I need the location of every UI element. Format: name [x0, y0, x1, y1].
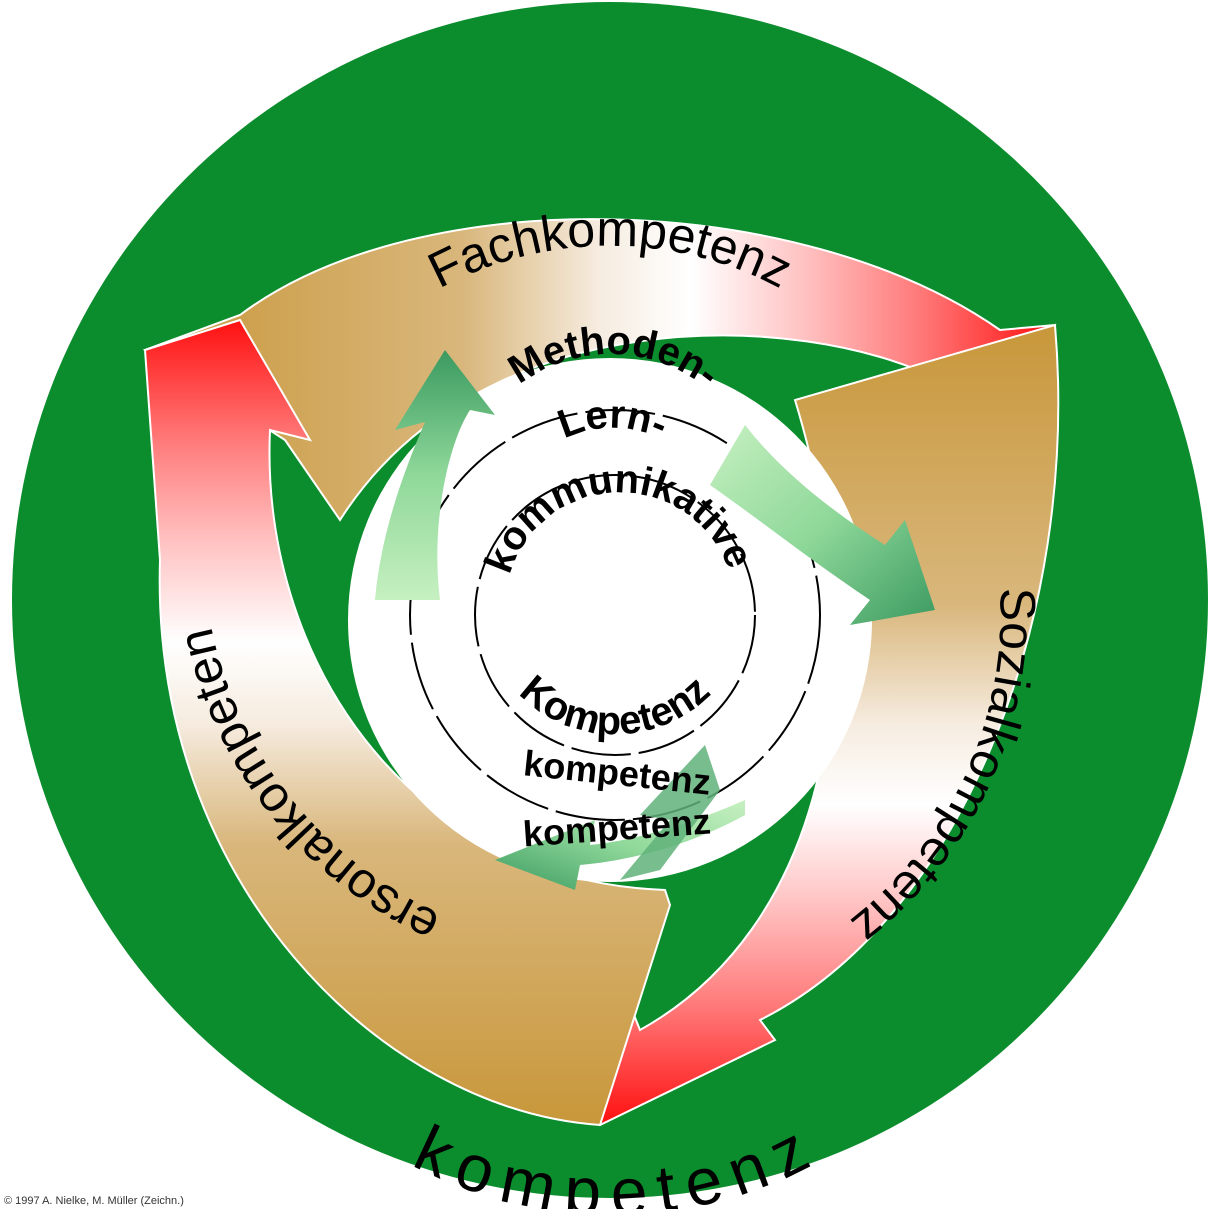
footer-credit: © 1997 A. Nielke, M. Müller (Zeichn.)	[4, 1195, 184, 1207]
